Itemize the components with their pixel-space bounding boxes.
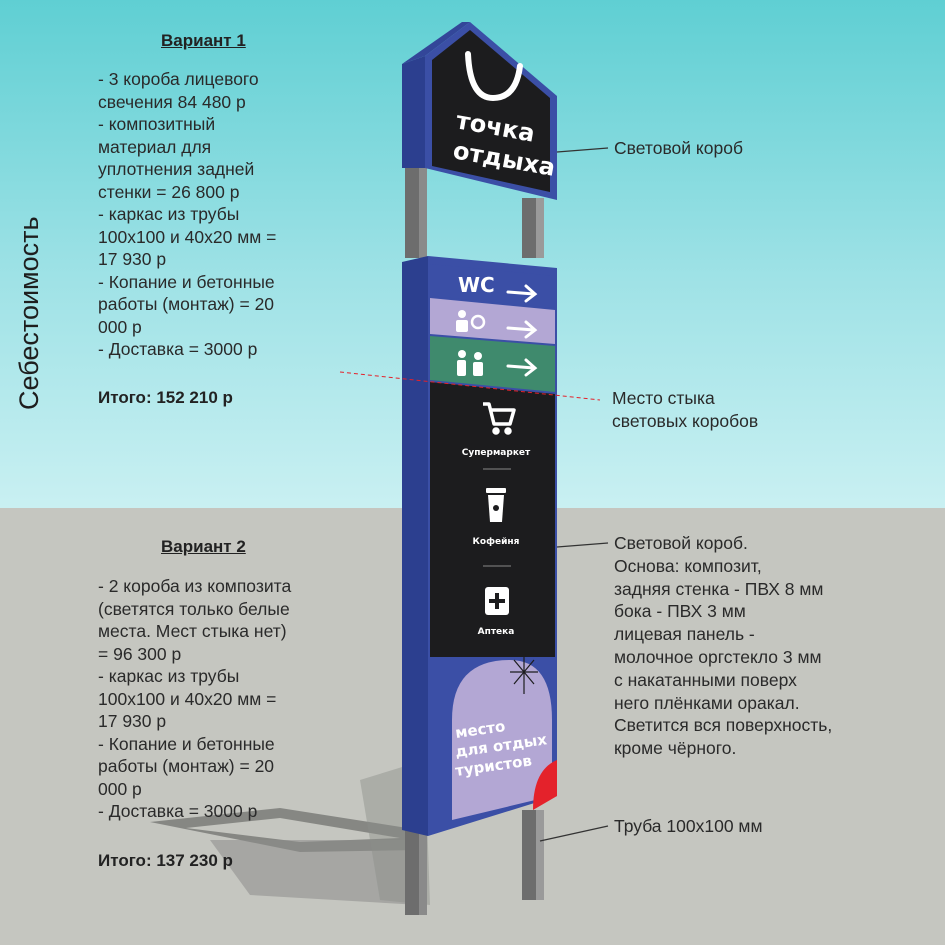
- variant2-line: работы (монтаж) = 20: [98, 756, 275, 776]
- main-box-line: молочное оргстекло 3 мм: [614, 646, 822, 667]
- main-box-line: бока - ПВХ 3 мм: [614, 601, 746, 622]
- variant2-line: 100х100 и 40х20 мм =: [98, 688, 277, 709]
- main-box-line: Основа: композит,: [614, 555, 762, 576]
- smile-logo-icon: [465, 51, 523, 102]
- main-box-line: Светится вся поверхность,: [614, 715, 833, 736]
- variant2-line: - Копание и бетонные: [98, 733, 275, 754]
- variant2-line: - каркас из трубы: [98, 666, 240, 686]
- joint-dashed-line: [339, 371, 601, 401]
- cart-icon: [483, 402, 516, 435]
- main-box-line: кроме чёрного.: [614, 738, 737, 759]
- sparkle-icon: [510, 650, 538, 694]
- variant1-line: - композитный: [98, 114, 216, 134]
- callout-main-box: Световой короб.Основа: композит,задняя с…: [614, 532, 832, 760]
- variant2-heading: Вариант 2: [161, 537, 246, 556]
- variant2-line: - Доставка = 3000 р: [98, 801, 258, 821]
- main-box-line: с накатанными поверх: [614, 669, 797, 690]
- main-box-line: него плёнками оракал.: [614, 692, 800, 713]
- callout-pipe: Труба 100х100 мм: [614, 816, 763, 836]
- variant1-heading: Вариант 1: [161, 31, 246, 50]
- support-pipes: [405, 168, 544, 915]
- variant2-line: места. Мест стыка нет): [98, 621, 287, 641]
- variant1-line: 000 р: [98, 316, 142, 337]
- main-light-box: WC Супермаркет: [428, 256, 557, 836]
- main-box-side: [402, 256, 428, 836]
- variant2-line: 17 930 р: [98, 711, 167, 731]
- variant1-line: свечения 84 480 р: [98, 91, 246, 112]
- variant1-line: - Доставка = 3000 р: [98, 339, 258, 359]
- variant1-line: материал для: [98, 136, 212, 157]
- family-icon: [456, 310, 486, 332]
- variant1-line: стенки = 26 800 р: [98, 181, 240, 202]
- callout-lines: [539, 147, 609, 842]
- top-light-box: точка отдыха: [402, 22, 557, 200]
- accessible-strip: [430, 336, 555, 392]
- wc-label: WC: [458, 273, 495, 297]
- variant1-line: - каркас из трубы: [98, 204, 240, 224]
- variant2-line: (светятся только белые: [98, 598, 290, 619]
- joint-line: световых коробов: [612, 410, 759, 431]
- cafe-label: Кофейня: [473, 537, 520, 547]
- variant1-line: - Копание и бетонные: [98, 271, 275, 292]
- arrow-right-icon: [506, 358, 538, 377]
- coffee-cup-icon: [486, 488, 506, 522]
- red-corner: [533, 760, 557, 810]
- variant1-line: 100х100 и 40х20 мм =: [98, 226, 277, 247]
- pharmacy-cross-icon: [485, 587, 509, 615]
- family-strip: [430, 298, 555, 344]
- main-box-line: Световой короб.: [614, 533, 748, 553]
- arrow-right-icon: [506, 320, 538, 339]
- variant2-line: = 96 300 р: [98, 643, 182, 664]
- variant2-line: - 2 короба из композита: [98, 576, 292, 596]
- pharmacy-label: Аптека: [478, 627, 515, 637]
- variant1-line: уплотнения задней: [98, 159, 255, 179]
- supermarket-label: Супермаркет: [462, 448, 531, 458]
- variant1-line: работы (монтаж) = 20: [98, 294, 275, 314]
- variant2-total: Итого: 137 230 р: [98, 851, 233, 870]
- variant1-total: Итого: 152 210 р: [98, 388, 233, 407]
- vertical-cost-label: Себестоимость: [14, 216, 44, 410]
- variant2-list: - 2 короба из композита(светятся только …: [98, 575, 291, 823]
- variant1-line: 17 930 р: [98, 249, 167, 269]
- variant1-line: - 3 короба лицевого: [98, 69, 259, 89]
- main-box-line: лицевая панель -: [614, 624, 755, 645]
- tourist-blob: [452, 660, 552, 820]
- main-box-line: задняя стенка - ПВХ 8 мм: [614, 578, 824, 599]
- callout-top-box: Световой короб: [614, 138, 743, 158]
- wc-strip: [430, 264, 555, 308]
- variant2-line: 000 р: [98, 778, 142, 799]
- arrow-right-icon: [506, 284, 538, 303]
- accessible-icon: [457, 350, 483, 376]
- joint-line: Место стыка: [612, 388, 715, 408]
